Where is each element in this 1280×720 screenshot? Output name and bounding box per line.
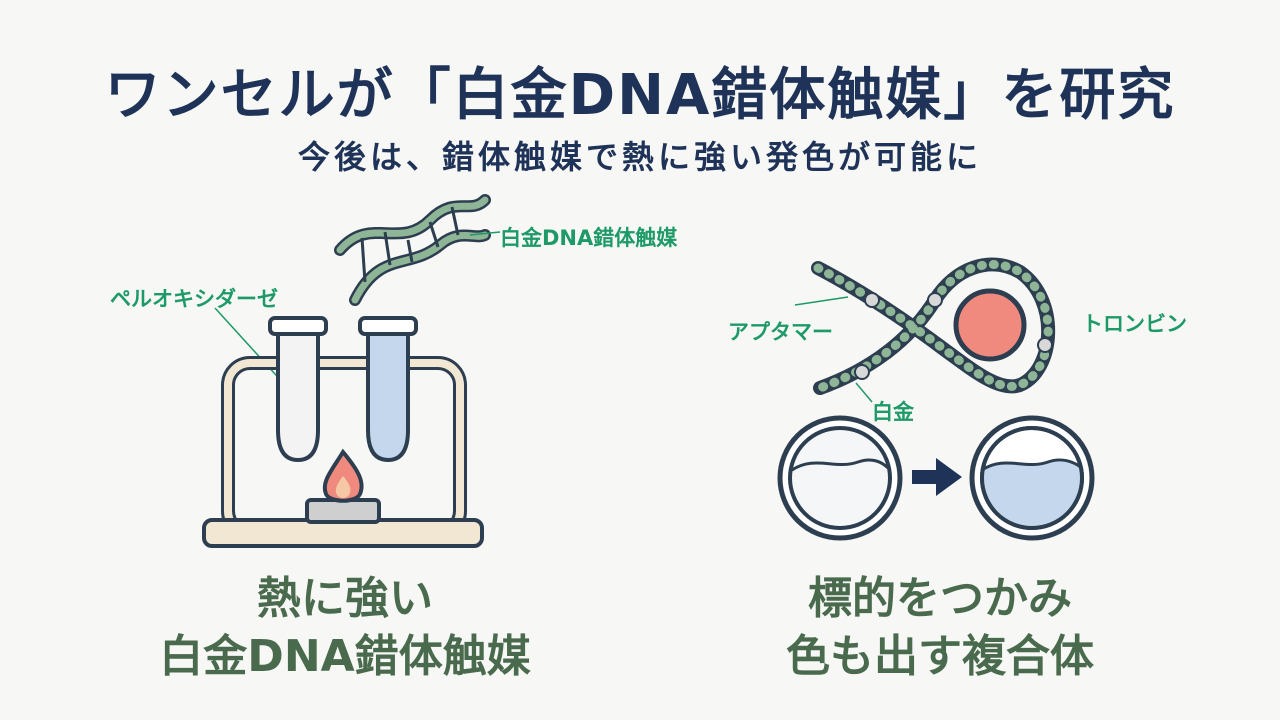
page-subtitle: 今後は、錯体触媒で熱に強い発色が可能に bbox=[297, 138, 982, 176]
test-tube-rack-icon bbox=[202, 356, 484, 548]
clear-test-tube-icon bbox=[268, 316, 328, 463]
right-caption-line1: 標的をつかみ bbox=[808, 573, 1072, 624]
blue-test-tube-icon bbox=[358, 316, 418, 463]
left-caption-line1: 熱に強い bbox=[257, 573, 433, 624]
aptamer-leader-line bbox=[794, 296, 849, 306]
platinum-label: 白金 bbox=[872, 400, 914, 424]
arrow-right-icon bbox=[912, 458, 962, 496]
blue-dish-icon bbox=[969, 415, 1095, 541]
enzyme-leader-line bbox=[214, 307, 286, 386]
thrombin-icon bbox=[953, 288, 1027, 362]
thrombin-label: トロンビン bbox=[1082, 312, 1187, 336]
right-caption: 標的をつかみ 色も出す複合体 bbox=[690, 570, 1190, 686]
dna-complex-label: 白金DNA錯体触媒 bbox=[500, 226, 678, 250]
aptamer-strand-icon bbox=[811, 257, 1056, 395]
aptamer-label: アプタマー bbox=[728, 320, 833, 344]
left-caption: 熱に強い 白金DNA錯体触媒 bbox=[100, 570, 590, 686]
burner-flame-icon bbox=[305, 448, 381, 524]
platinum-leader-line bbox=[855, 382, 873, 403]
clear-dish-icon bbox=[777, 415, 903, 541]
left-caption-line2: 白金DNA錯体触媒 bbox=[159, 631, 531, 682]
page-title: ワンセルが「白金DNA錯体触媒」を研究 bbox=[104, 63, 1176, 128]
peroxidase-label: ペルオキシダーゼ bbox=[110, 287, 278, 311]
right-caption-line2: 色も出す複合体 bbox=[786, 631, 1094, 682]
dna-helix-icon bbox=[334, 194, 501, 306]
